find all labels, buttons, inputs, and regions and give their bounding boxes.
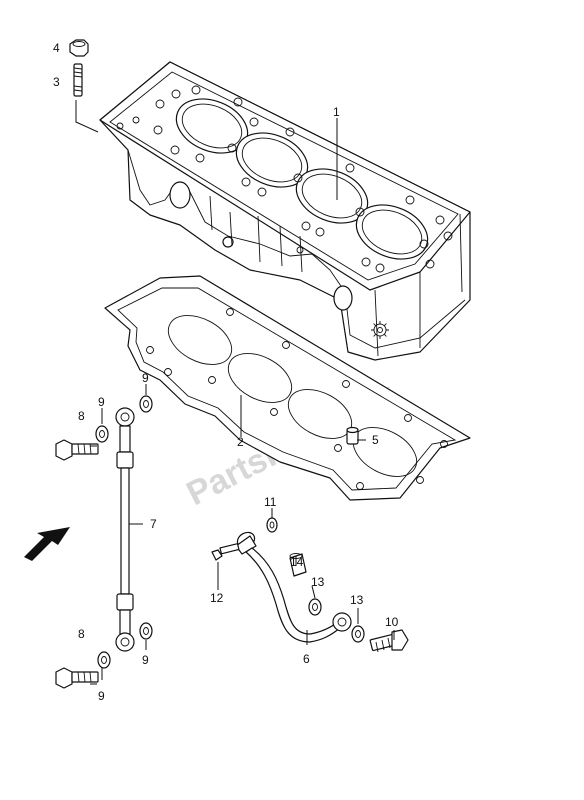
union-bolt-upper[interactable] <box>55 439 99 461</box>
label-part-11: 11 <box>264 495 277 509</box>
union-bolt-lower[interactable] <box>55 667 99 689</box>
part-labels: 1 2 3 4 5 6 7 8 8 9 9 9 9 10 11 12 13 13… <box>53 41 399 703</box>
label-part-9c: 9 <box>98 689 105 703</box>
label-part-9a: 9 <box>98 395 105 409</box>
oil-hose[interactable] <box>115 407 135 652</box>
stud-bolt[interactable] <box>73 63 83 97</box>
label-part-7: 7 <box>150 517 157 531</box>
leader-lines <box>75 100 395 685</box>
label-part-10: 10 <box>385 615 399 629</box>
label-part-8-upper: 8 <box>78 409 85 423</box>
label-part-6: 6 <box>303 652 310 666</box>
label-part-14: 14 <box>290 555 304 569</box>
gear-icon <box>371 321 389 339</box>
washer-11[interactable] <box>266 517 278 533</box>
dowel-pin[interactable] <box>346 426 359 445</box>
label-part-9b: 9 <box>142 371 149 385</box>
nut[interactable] <box>69 39 89 57</box>
washer-9d[interactable] <box>139 622 153 640</box>
washer-13a[interactable] <box>308 598 322 616</box>
label-part-2: 2 <box>237 435 244 449</box>
front-direction-arrow-icon <box>24 527 70 561</box>
oil-pipe[interactable] <box>235 529 352 643</box>
label-part-1: 1 <box>333 105 340 119</box>
label-part-5: 5 <box>372 433 379 447</box>
label-part-12: 12 <box>210 591 224 605</box>
washer-9a[interactable] <box>95 425 109 443</box>
bolt-12[interactable] <box>211 543 240 561</box>
washer-9b[interactable] <box>139 395 153 413</box>
union-bolt-10[interactable] <box>369 629 409 653</box>
cylinder-block[interactable] <box>99 61 471 361</box>
label-part-13a: 13 <box>311 575 325 589</box>
label-part-3: 3 <box>53 75 60 89</box>
label-part-9d: 9 <box>142 653 149 667</box>
cylinder-gasket[interactable] <box>104 275 471 501</box>
label-part-4: 4 <box>53 41 60 55</box>
label-part-8-lower: 8 <box>78 627 85 641</box>
washer-13b[interactable] <box>351 625 365 643</box>
washer-9c[interactable] <box>97 651 111 669</box>
label-part-13b: 13 <box>350 593 364 607</box>
